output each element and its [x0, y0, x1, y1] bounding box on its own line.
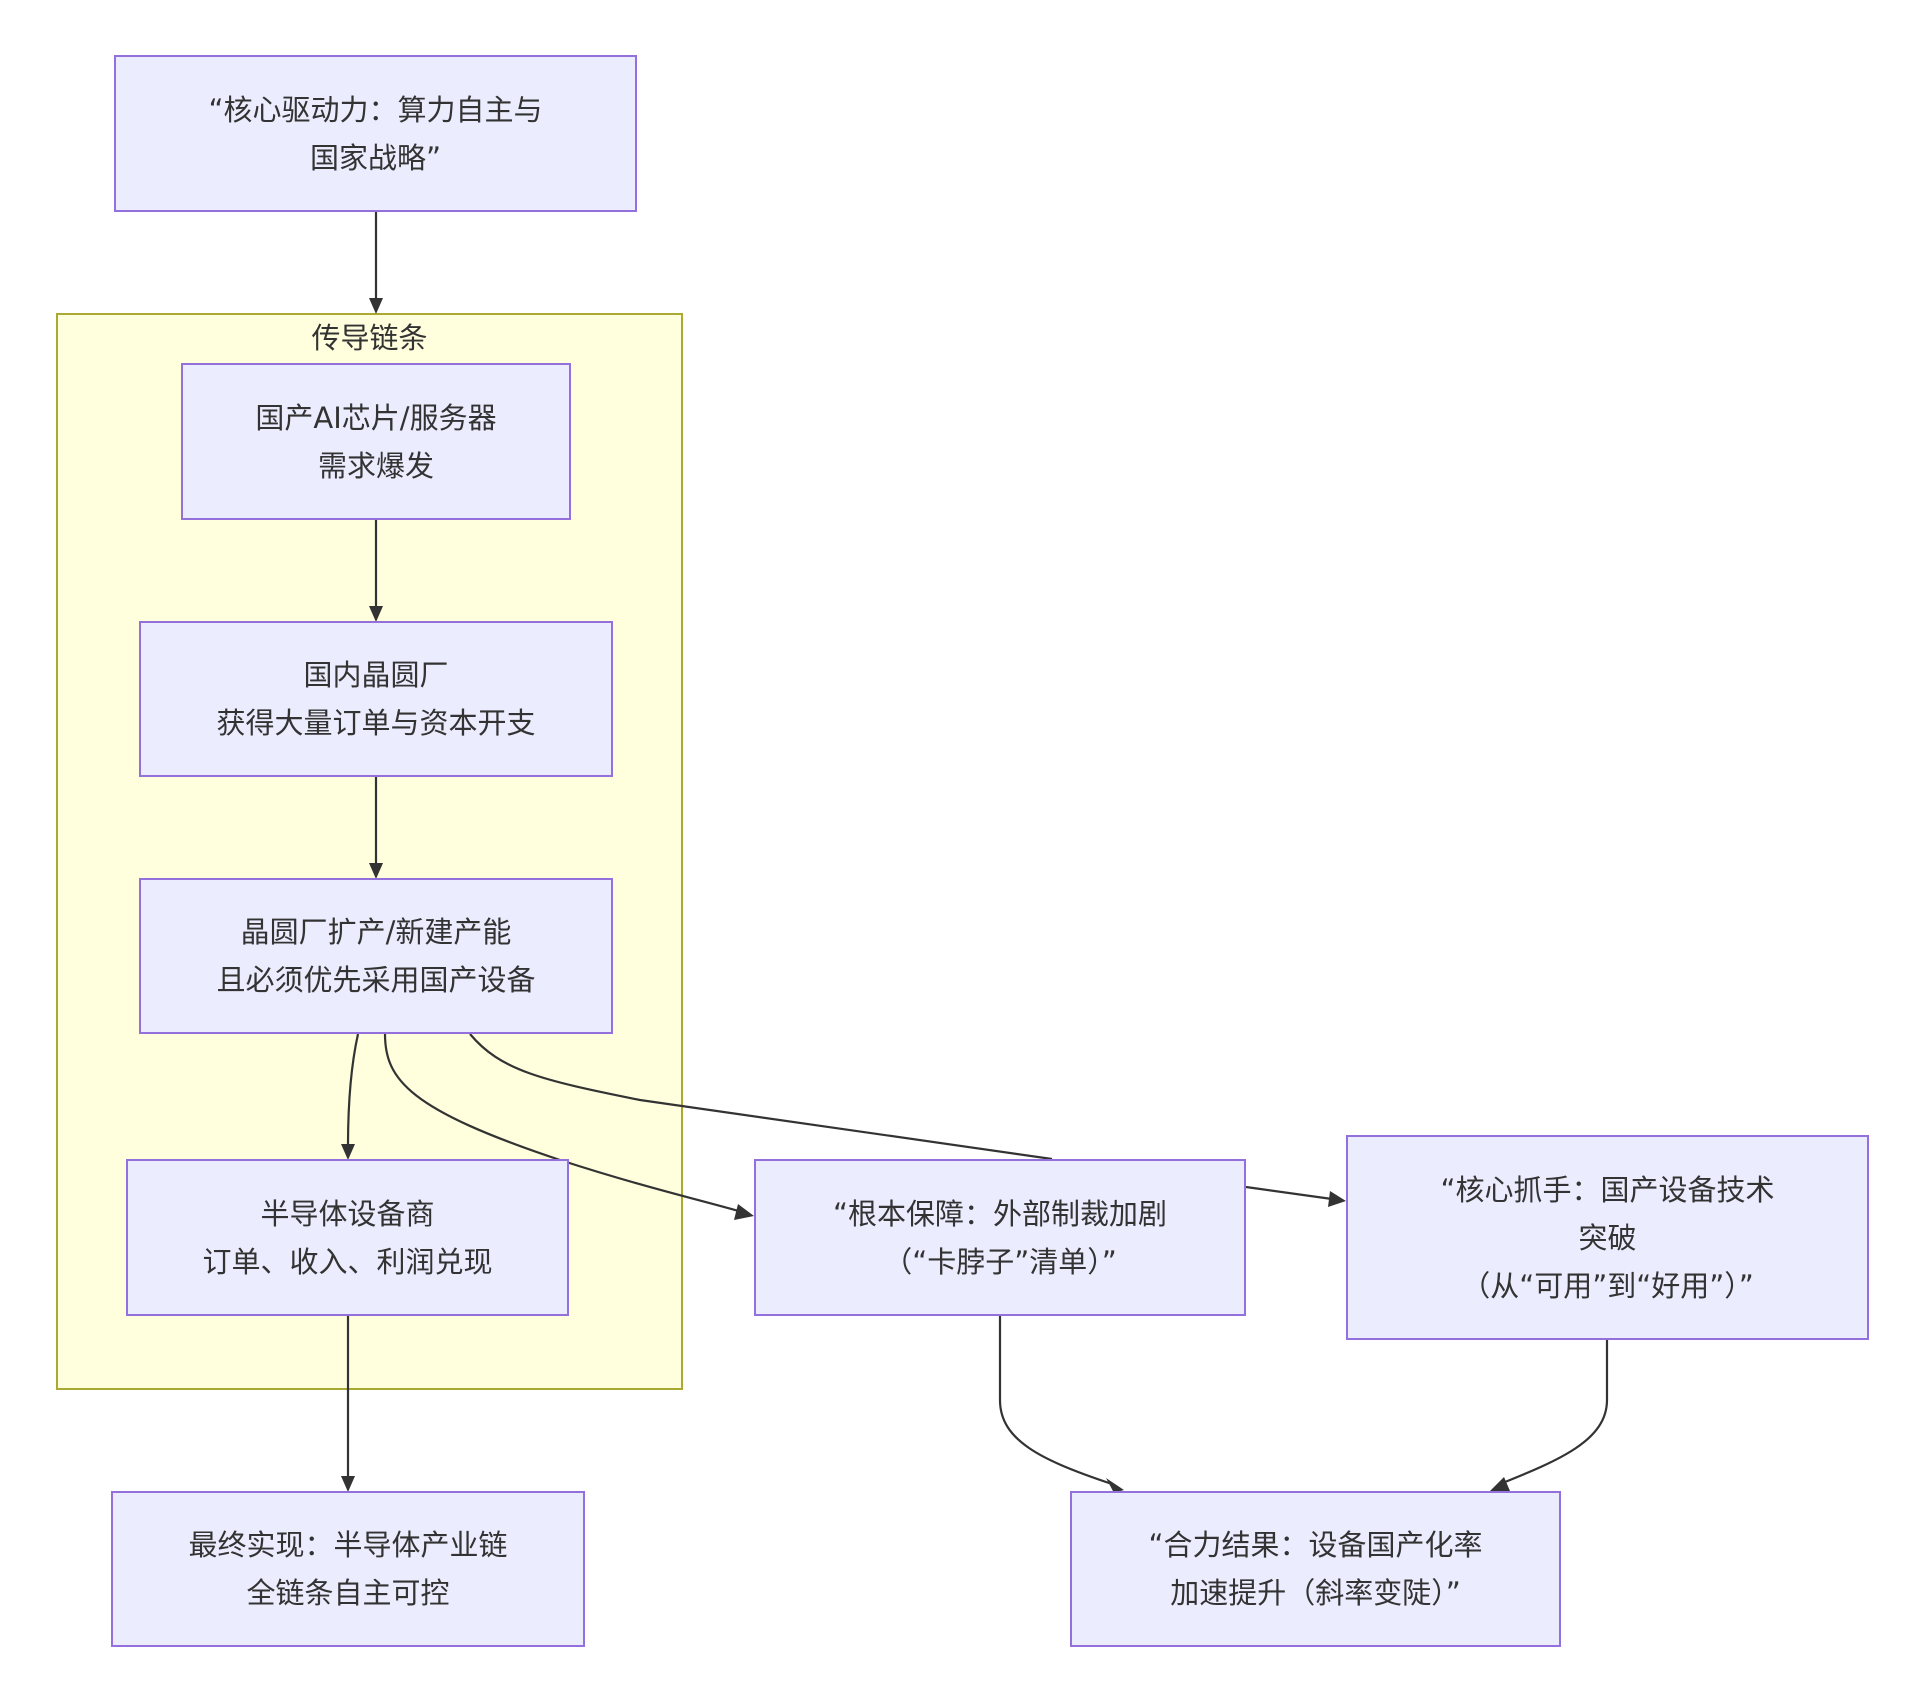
node-label: “根本保障：外部制裁加剧 （“卡脖子”清单）”	[832, 1196, 1168, 1279]
arrowhead-sanction-to-tech	[1328, 1191, 1346, 1207]
node-label: “核心抓手：国产设备技术 突破 （从“可用”到“好用”）”	[1440, 1172, 1775, 1303]
node-label: “合力结果：设备国产化率 加速提升（斜率变陡）”	[1148, 1528, 1483, 1610]
node-label: 国内晶圆厂 获得大量订单与资本开支	[216, 658, 536, 740]
node-domestic-fab[interactable]: 国内晶圆厂 获得大量订单与资本开支	[139, 621, 613, 777]
edge-sanction-to-result	[998, 1316, 1113, 1486]
node-core-driver[interactable]: “核心驱动力：算力自主与 国家战略”	[114, 55, 637, 212]
node-core-lever[interactable]: “核心抓手：国产设备技术 突破 （从“可用”到“好用”）”	[1346, 1135, 1869, 1340]
cluster-title: 传导链条	[311, 321, 428, 355]
node-ai-chip-demand[interactable]: 国产AI芯片/服务器 需求爆发	[181, 363, 571, 520]
edge-expand-to-tech	[469, 1033, 1053, 1161]
arrowhead-tech-to-result	[1490, 1477, 1510, 1491]
node-label: 国产AI芯片/服务器 需求爆发	[255, 400, 497, 483]
edge-sanction-to-tech	[1245, 1185, 1333, 1201]
node-fab-expansion[interactable]: 晶圆厂扩产/新建产能 且必须优先采用国产设备	[139, 878, 613, 1034]
node-combined-result[interactable]: “合力结果：设备国产化率 加速提升（斜率变陡）”	[1070, 1491, 1561, 1647]
node-final-realization[interactable]: 最终实现：半导体产业链 全链条自主可控	[111, 1491, 585, 1647]
arrowhead-vendor-to-final	[341, 1476, 355, 1492]
node-label: 半导体设备商 订单、收入、利润兑现	[202, 1196, 493, 1279]
edge-tech-to-result	[1499, 1340, 1609, 1486]
arrowhead-driver-to-demand	[369, 298, 383, 314]
node-equipment-vendor[interactable]: 半导体设备商 订单、收入、利润兑现	[126, 1159, 569, 1316]
arrowhead-fab-to-expand	[369, 863, 383, 879]
node-label: 晶圆厂扩产/新建产能 且必须优先采用国产设备	[216, 915, 536, 997]
node-label: “核心驱动力：算力自主与 国家战略”	[208, 92, 543, 175]
arrowhead-demand-to-fab	[369, 606, 383, 622]
arrowhead-expand-to-sanction	[734, 1204, 754, 1220]
arrowhead-expand-to-vendor	[341, 1144, 355, 1160]
node-fundamental-guarantee[interactable]: “根本保障：外部制裁加剧 （“卡脖子”清单）”	[754, 1159, 1246, 1316]
node-label: 最终实现：半导体产业链 全链条自主可控	[188, 1528, 508, 1610]
edge-expand-to-vendor	[346, 1033, 360, 1147]
arrowhead-sanction-to-result	[1106, 1478, 1124, 1493]
